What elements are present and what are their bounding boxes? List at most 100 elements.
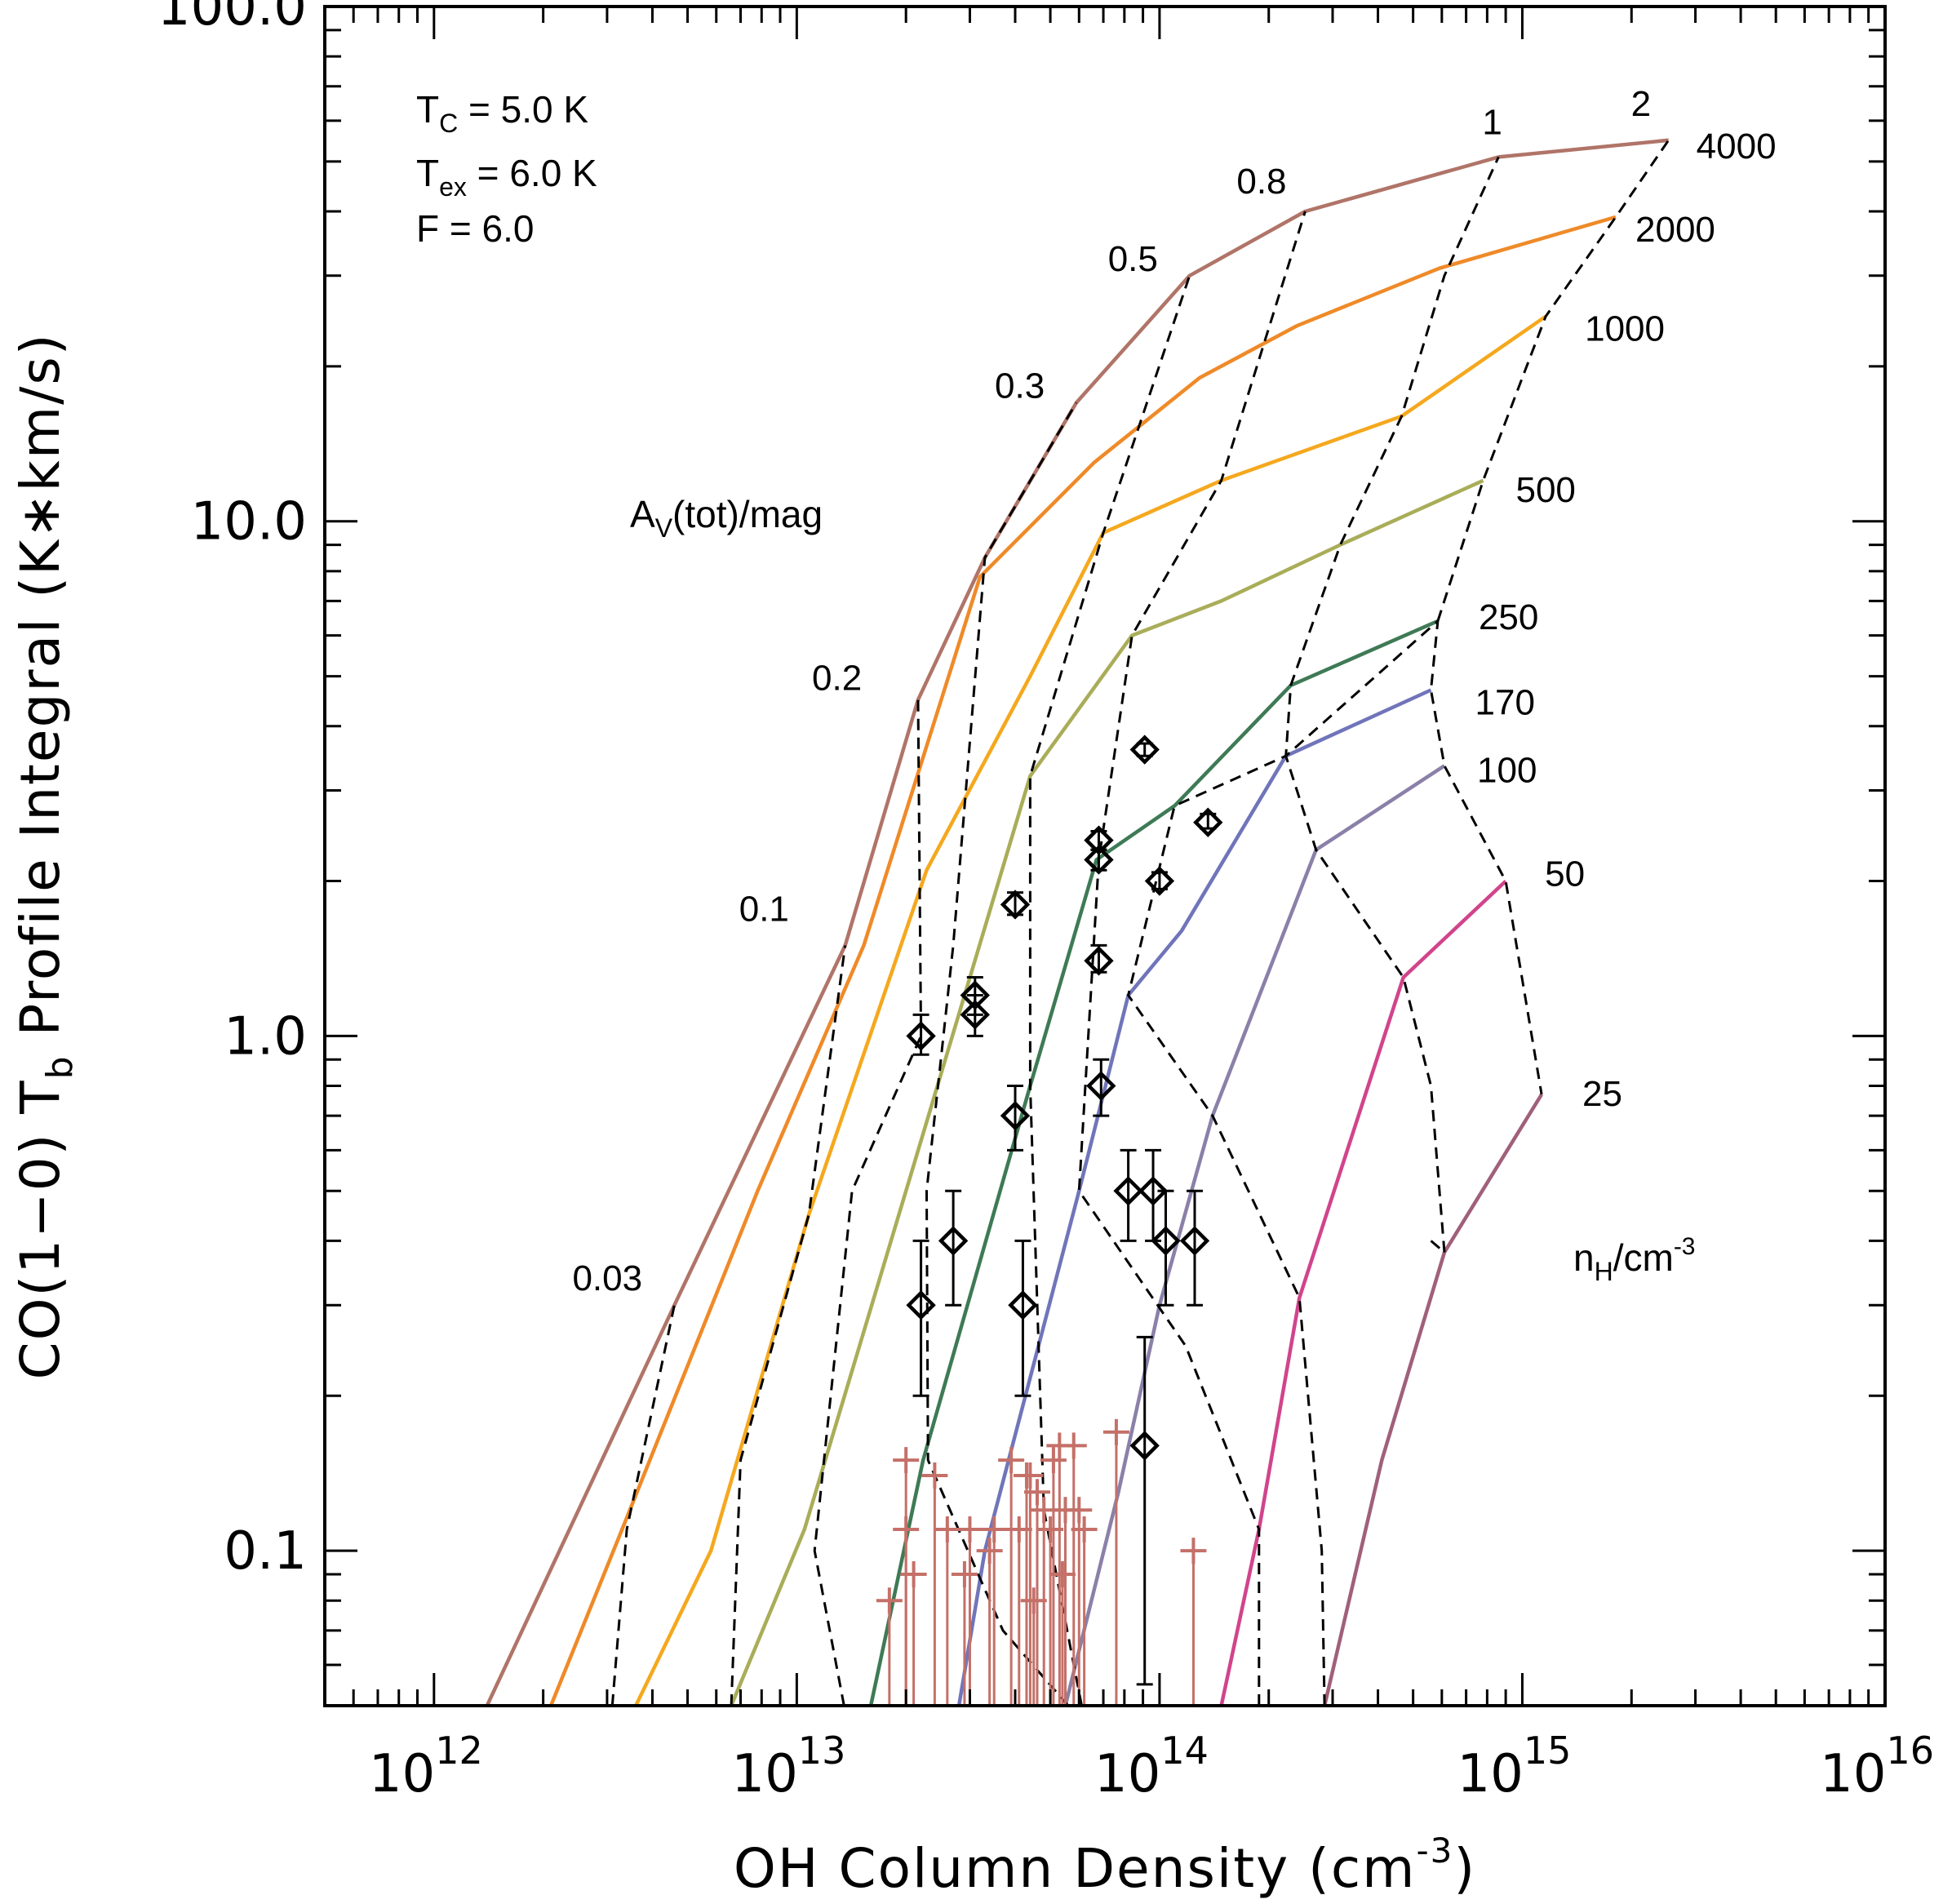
diamond-marker bbox=[938, 1226, 969, 1256]
observed-point bbox=[1000, 890, 1031, 920]
diamond-marker bbox=[1151, 1226, 1181, 1256]
axes bbox=[323, 5, 1887, 1707]
upper-limit-point bbox=[921, 1462, 948, 1706]
plot-frame bbox=[323, 5, 1887, 1707]
upper-limit-point bbox=[981, 1516, 1008, 1706]
annotations: 1012 1013 1014 1015 1016 0.1 1.0 10.0 100.0 OH Co… bbox=[9, 0, 1934, 1900]
upper-limit-point bbox=[1102, 1418, 1129, 1706]
upper-limit-point bbox=[1180, 1538, 1207, 1706]
av-curve-1 bbox=[1126, 156, 1500, 1706]
av-curve-0_1 bbox=[730, 945, 847, 1706]
observed-point bbox=[1000, 1085, 1031, 1152]
upper-limit-point bbox=[1020, 1587, 1047, 1706]
observed-point bbox=[906, 1013, 936, 1056]
x-tick-label: 1012 bbox=[369, 1729, 483, 1804]
observed-point bbox=[1084, 845, 1114, 875]
av-curve-0_2 bbox=[813, 699, 923, 1706]
av-label-2: 2 bbox=[1631, 84, 1651, 124]
upper-limit-point bbox=[1049, 1560, 1076, 1706]
upper-limit-point bbox=[1005, 1516, 1032, 1706]
observed-point bbox=[938, 1189, 969, 1307]
observed-point bbox=[1084, 943, 1114, 976]
y-tick-label: 1.0 bbox=[224, 1006, 307, 1067]
diamond-marker bbox=[1144, 866, 1175, 896]
observed-point bbox=[1138, 1148, 1169, 1242]
density-label-25: 25 bbox=[1582, 1074, 1622, 1114]
nh-axis-label: nH/cm-3 bbox=[1573, 1233, 1696, 1286]
upper-limit-point bbox=[998, 1447, 1025, 1706]
density-curve-2000 bbox=[549, 215, 1617, 1706]
upper-limit-point bbox=[1023, 1479, 1050, 1706]
av-label-0_5: 0.5 bbox=[1108, 239, 1158, 279]
density-curve-1000 bbox=[634, 314, 1547, 1706]
observed-point bbox=[1086, 1058, 1116, 1117]
av-label-0_3: 0.3 bbox=[995, 366, 1045, 406]
density-label-2000: 2000 bbox=[1635, 210, 1715, 250]
av-curve-2 bbox=[1284, 618, 1543, 1253]
diamond-marker bbox=[906, 1021, 936, 1051]
density-curve-25 bbox=[1322, 1093, 1544, 1706]
observed-point bbox=[1008, 1239, 1038, 1397]
density-curve-50 bbox=[1219, 879, 1507, 1706]
x-tick-label: 1013 bbox=[731, 1729, 845, 1804]
param-tc: TC = 5.0 K bbox=[416, 88, 588, 138]
density-curve-100 bbox=[1063, 764, 1446, 1706]
density-label-50: 50 bbox=[1545, 854, 1585, 894]
density-label-1000: 1000 bbox=[1585, 309, 1665, 349]
x-tick-label: 1015 bbox=[1457, 1729, 1571, 1804]
observed-point bbox=[1113, 1148, 1143, 1242]
diamond-marker bbox=[906, 1290, 936, 1320]
diamond-marker bbox=[1129, 735, 1160, 765]
density-label-500: 500 bbox=[1515, 470, 1575, 510]
density-label-100: 100 bbox=[1477, 750, 1537, 790]
diamond-marker bbox=[1113, 1176, 1143, 1206]
x-axis-title: OH Column Density (cm-3) bbox=[734, 1831, 1476, 1900]
x-tick-label: 1014 bbox=[1094, 1729, 1209, 1804]
av-curve-0_03 bbox=[610, 1304, 676, 1706]
av-label-0_2: 0.2 bbox=[812, 658, 862, 698]
av-label-1: 1 bbox=[1482, 102, 1502, 142]
diamond-marker bbox=[1179, 1226, 1210, 1256]
av-label-0_03: 0.03 bbox=[572, 1258, 642, 1298]
av-curve-0_5 bbox=[1028, 275, 1191, 1706]
observed-point bbox=[1193, 807, 1223, 837]
diamond-marker bbox=[1000, 1100, 1031, 1131]
observed-point bbox=[1179, 1189, 1210, 1307]
observed-point bbox=[906, 1239, 936, 1397]
y-tick-label: 10.0 bbox=[191, 492, 308, 553]
av-axis-label: AV(tot)/mag bbox=[630, 493, 823, 543]
param-f: F = 6.0 bbox=[416, 207, 534, 250]
upper-limit-point bbox=[1040, 1447, 1067, 1706]
diamond-marker bbox=[1086, 1071, 1116, 1101]
upper-limit-point bbox=[976, 1538, 1003, 1706]
av-curve-0_8 bbox=[1077, 211, 1307, 1706]
diamond-marker bbox=[1084, 946, 1114, 976]
param-tex: Tex = 6.0 K bbox=[416, 152, 597, 202]
observed-point bbox=[1129, 735, 1160, 765]
av-label-0_8: 0.8 bbox=[1236, 162, 1286, 202]
observed-point bbox=[1144, 866, 1175, 896]
upper-limit-point bbox=[956, 1516, 983, 1706]
av-curve-extra-0 bbox=[1430, 1240, 1445, 1254]
y-tick-label: 0.1 bbox=[224, 1521, 307, 1582]
upper-limit-point bbox=[1013, 1462, 1040, 1706]
upper-limit-point bbox=[1017, 1462, 1044, 1706]
upper-limit-point bbox=[1066, 1497, 1093, 1706]
upper-limit-point bbox=[934, 1516, 960, 1706]
density-label-250: 250 bbox=[1479, 597, 1538, 637]
density-label-170: 170 bbox=[1475, 683, 1535, 723]
y-tick-label: 100.0 bbox=[157, 0, 307, 38]
av-curve-0_3 bbox=[925, 402, 1078, 1706]
x-tick-label: 1016 bbox=[1820, 1729, 1934, 1804]
upper-limit-point bbox=[893, 1516, 920, 1706]
upper-limit-point bbox=[876, 1587, 903, 1706]
y-axis-title: CO(1−0) Tb Profile Integral (K∗km/s) bbox=[9, 332, 81, 1379]
av-curve-extra-1 bbox=[1436, 139, 1670, 622]
upper-limit-point bbox=[951, 1560, 978, 1706]
diamond-marker bbox=[1000, 890, 1031, 920]
diamond-marker bbox=[1129, 1431, 1160, 1461]
observed-point bbox=[1129, 1335, 1160, 1686]
upper-limit-point bbox=[900, 1560, 927, 1706]
av-label-0_1: 0.1 bbox=[739, 889, 789, 929]
